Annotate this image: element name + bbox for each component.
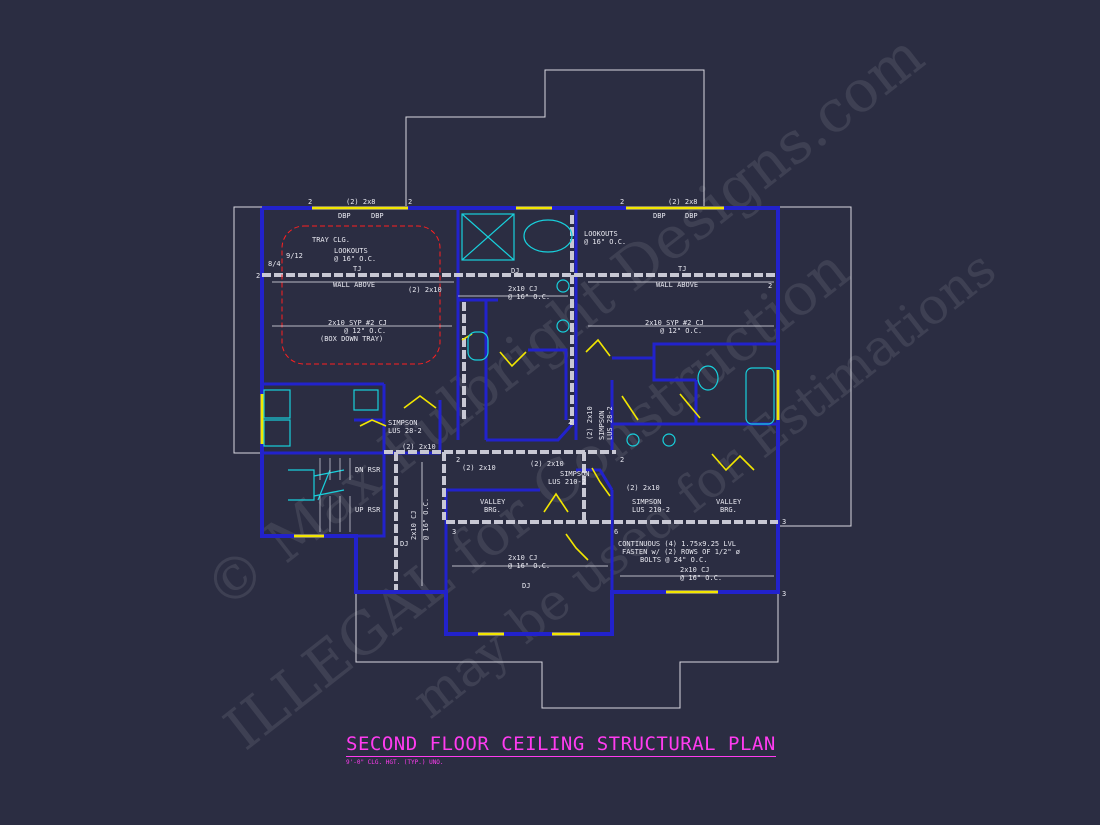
label-cj-vertical-left: 2x10 CJ	[410, 510, 418, 540]
label-dn-rsr: DN RSR	[355, 466, 381, 474]
label-up-rsr: UP RSR	[355, 506, 381, 514]
label-slope-34: 8/4	[268, 260, 281, 268]
label-tray-clg: TRAY CLG.	[312, 236, 350, 244]
label-dbp-4: DBP	[685, 212, 698, 220]
label-cj-lower-right: 2x10 CJ	[680, 566, 710, 574]
label-n2-c: 2	[620, 198, 624, 206]
label-syp-cj-left-oc: @ 12" O.C.	[344, 327, 386, 335]
label-lookouts-left-2: @ 16" O.C.	[334, 255, 376, 263]
windows	[260, 206, 780, 636]
label-2x10-left-beam: (2) 2x10	[402, 443, 436, 451]
drawing-subtitle: 9'-0" CLG. HGT. (TYP.) UNO.	[346, 759, 444, 766]
label-n3-c: 3	[782, 590, 786, 598]
label-dbp-2: DBP	[371, 212, 384, 220]
label-cj-lower-right-oc: @ 16" O.C.	[680, 574, 722, 582]
label-lvl-1: CONTINUOUS (4) 1.75x9.25 LVL	[618, 540, 736, 548]
label-wall-above-right: WALL ABOVE	[656, 281, 698, 289]
label-n6: 6	[614, 528, 618, 536]
label-header-right: (2) 2x8	[668, 198, 698, 206]
label-dj-top: DJ	[511, 267, 519, 275]
label-2x10-vertical: (2) 2x10	[586, 406, 594, 440]
label-valley-left: VALLEY	[480, 498, 506, 506]
label-n3-a: 3	[452, 528, 456, 536]
exterior-walls	[260, 206, 780, 636]
label-n2-a: 2	[308, 198, 312, 206]
label-simpson-right: SIMPSON	[632, 498, 662, 506]
label-n2-f: 2	[456, 456, 460, 464]
watermark-line-1: © Max Fulbright Designs.com	[192, 21, 936, 623]
label-lookouts-mid-2: @ 16" O.C.	[584, 238, 626, 246]
fixtures	[263, 213, 775, 501]
watermark-line-3: may be used for Estimations	[402, 239, 1007, 729]
label-header-left: (2) 2x8	[346, 198, 376, 206]
label-simpson-left: SIMPSON	[388, 419, 418, 427]
label-n3-b: 3	[782, 518, 786, 526]
label-syp-cj-right-oc: @ 12" O.C.	[660, 327, 702, 335]
label-cj-vertical-left-oc: @ 16" O.C.	[422, 498, 430, 540]
label-n2-g: 2	[620, 456, 624, 464]
label-simpson-vertical: SIMPSON	[598, 410, 606, 440]
label-n2-e: 2	[768, 282, 772, 290]
label-cj-upper: 2x10 CJ	[508, 285, 538, 293]
label-cj-lower-mid-oc: @ 16" O.C.	[508, 562, 550, 570]
label-brg-left: BRG.	[484, 506, 501, 514]
label-valley-right: VALLEY	[716, 498, 742, 506]
label-dbp-1: DBP	[338, 212, 351, 220]
label-cj-upper-oc: @ 16" O.C.	[508, 293, 550, 301]
label-lvl-3: BOLTS @ 24" O.C.	[640, 556, 707, 564]
label-tj-left: TJ	[353, 265, 361, 273]
label-cj-lower-mid: 2x10 CJ	[508, 554, 538, 562]
roof-outline	[233, 69, 852, 709]
label-lus282-vertical: LUS 28-2	[606, 406, 614, 440]
label-lus2102-mid: LUS 210-2	[548, 478, 586, 486]
joist-span-lines	[272, 281, 774, 586]
label-2x10-right: (2) 2x10	[626, 484, 660, 492]
label-dj-left: DJ	[400, 540, 408, 548]
label-brg-right: BRG.	[720, 506, 737, 514]
tray-ceiling-outline	[281, 225, 441, 365]
label-tj-right: TJ	[678, 265, 686, 273]
label-n2-d: 2	[256, 272, 260, 280]
label-lookouts-left-1: LOOKOUTS	[334, 247, 368, 255]
label-dbp-3: DBP	[653, 212, 666, 220]
label-n2-b: 2	[408, 198, 412, 206]
stair-treads	[319, 458, 351, 532]
label-slope-12: 9/12	[286, 252, 303, 260]
label-2x10-upper: (2) 2x10	[408, 286, 442, 294]
label-lvl-2: FASTEN w/ (2) ROWS OF 1/2" ø	[622, 548, 741, 556]
label-lookouts-mid-1: LOOKOUTS	[584, 230, 618, 238]
label-2x10-mid-b: (2) 2x10	[530, 460, 564, 468]
beams	[262, 215, 778, 590]
label-lus282-left: LUS 28-2	[388, 427, 422, 435]
annotations: (2) 2x8 (2) 2x8 DBP DBP DBP DBP TRAY CLG…	[256, 198, 786, 598]
label-simpson-mid: SIMPSON	[560, 470, 590, 478]
label-2x10-mid-a: (2) 2x10	[462, 464, 496, 472]
label-box-down-tray: (BOX DOWN TRAY)	[320, 335, 383, 343]
label-syp-cj-right: 2x10 SYP #2 CJ	[645, 319, 704, 327]
label-syp-cj-left: 2x10 SYP #2 CJ	[328, 319, 387, 327]
label-dj-bottom: DJ	[522, 582, 530, 590]
drawing-title: SECOND FLOOR CEILING STRUCTURAL PLAN	[346, 733, 776, 757]
watermark: © Max Fulbright Designs.com ILLEGAL for …	[192, 21, 1007, 763]
doors	[359, 333, 755, 561]
label-wall-above-left: WALL ABOVE	[333, 281, 375, 289]
label-lus2102-right: LUS 210-2	[632, 506, 670, 514]
label-n2-h: 2	[568, 418, 572, 426]
interior-walls	[260, 210, 778, 592]
